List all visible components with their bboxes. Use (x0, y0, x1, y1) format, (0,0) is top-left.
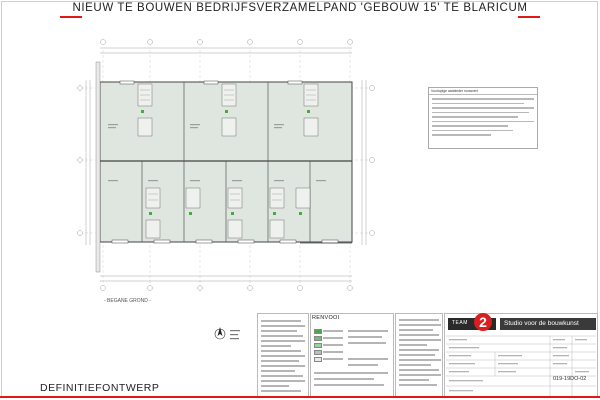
team-logo-number: 2 (474, 313, 492, 331)
unit-partitions (141, 82, 311, 242)
legend-swatch-text (323, 351, 343, 353)
footer-rule (0, 396, 600, 398)
room-labels (108, 124, 326, 182)
legend-swatch (314, 357, 322, 362)
title-rule-left (60, 16, 82, 18)
legend-swatch (314, 329, 322, 334)
notes-line (432, 134, 492, 136)
legend-swatch-text (323, 344, 343, 346)
legend-title: RENVOOI (312, 315, 340, 321)
notes-heading: Voorlopige aanbieder nouwverf (429, 88, 537, 95)
notes-line (432, 111, 530, 113)
notes-line (432, 129, 513, 131)
notes-line (432, 107, 534, 109)
legend-swatch-text (323, 330, 343, 332)
grid-bubbles (77, 39, 375, 291)
title-rule-right (518, 16, 540, 18)
notes-line (432, 102, 524, 104)
spec-panel-right (395, 313, 443, 398)
legend-swatch (314, 343, 322, 348)
legend-swatch-text (323, 358, 343, 360)
legend-swatch-text (323, 337, 343, 339)
notes-line (432, 116, 519, 118)
notes-line (432, 98, 534, 100)
north-arrow-icon (214, 327, 226, 340)
legend-swatch (314, 350, 322, 355)
entrance-markers (141, 110, 310, 215)
team-logo-text: TEAM (452, 320, 468, 326)
drawing-number: 019-19DO-02 (553, 376, 587, 382)
phase-label: DEFINITIEFONTWERP (40, 382, 160, 394)
legend-swatch (314, 336, 322, 341)
facade-doors (111, 80, 339, 244)
studio-name: Studio voor de bouwkunst (500, 318, 596, 330)
notes-box: Voorlopige aanbieder nouwverf (428, 87, 538, 149)
legend-panel (310, 313, 394, 398)
dimension-lines (85, 47, 367, 282)
sheet-title: NIEUW TE BOUWEN BEDRIJFSVERZAMELPAND 'GE… (72, 2, 528, 14)
west-wall-strip (95, 61, 101, 273)
stair-treads (140, 89, 316, 201)
notes-line (432, 125, 508, 127)
notes-line (432, 120, 534, 122)
view-label: - BEGANE GROND - (104, 298, 151, 304)
north-arrow-text (230, 330, 240, 340)
spec-panel-left (257, 313, 309, 398)
